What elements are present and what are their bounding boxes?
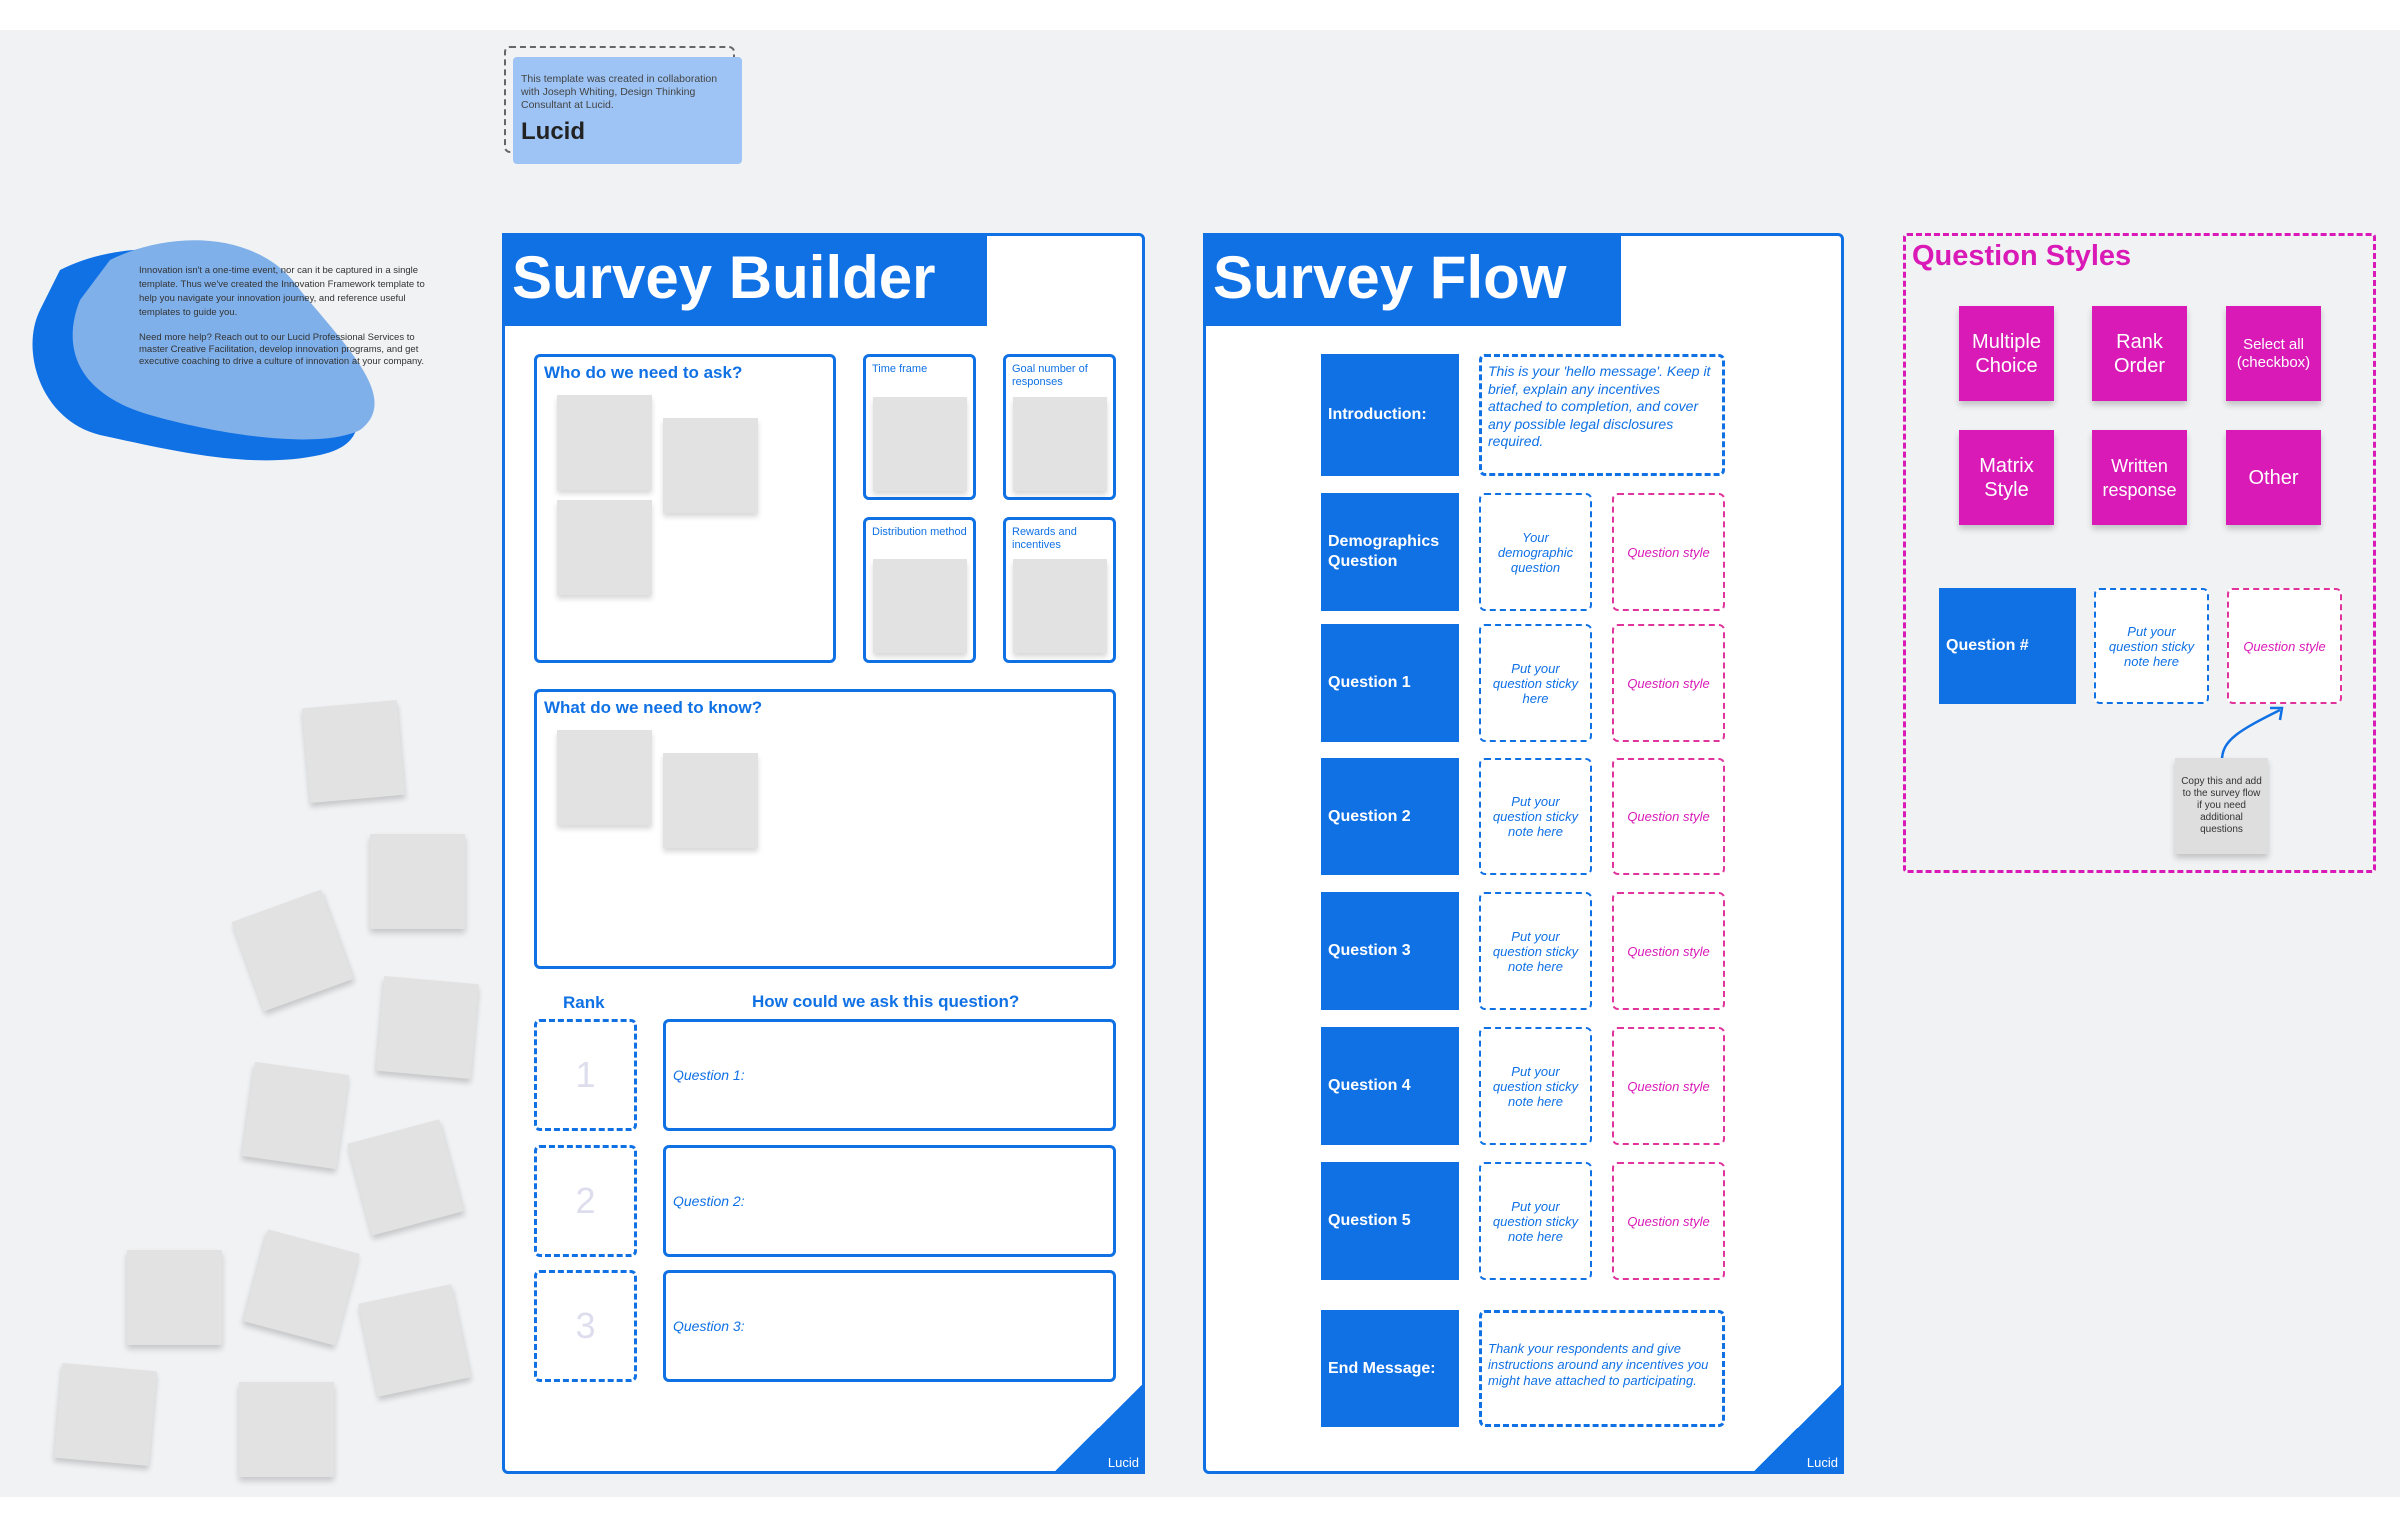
question-style-slot[interactable]: Question style	[1612, 892, 1725, 1010]
blank-sticky-note[interactable]	[557, 730, 652, 825]
arrow-icon	[2220, 706, 2284, 761]
survey-flow-title: Survey Flow	[1203, 233, 1621, 326]
blank-sticky-note[interactable]	[873, 559, 967, 653]
style-sticky-written[interactable]: Written response	[2092, 430, 2187, 525]
question-sticky-slot[interactable]: Your demographic question	[1479, 493, 1592, 611]
flow-row-label: Introduction:	[1321, 354, 1459, 476]
blank-sticky-note[interactable]	[302, 700, 405, 803]
blank-sticky-note[interactable]	[557, 395, 652, 490]
blank-sticky-note[interactable]	[241, 1061, 350, 1170]
question-box-1[interactable]: Question 1:	[663, 1019, 1116, 1131]
blank-sticky-note[interactable]	[663, 753, 758, 848]
blank-sticky-note[interactable]	[376, 976, 479, 1079]
question-sticky-slot[interactable]: Put your question sticky here	[1479, 624, 1592, 742]
how-header: How could we ask this question?	[752, 992, 1020, 1011]
rank-header: Rank	[563, 993, 605, 1012]
intro-text: Innovation isn't a one-time event, nor c…	[139, 264, 439, 368]
lucid-logo: Lucid	[1107, 1455, 1139, 1470]
blank-sticky-note[interactable]	[239, 1382, 334, 1477]
question-styles-frame	[1903, 233, 2376, 873]
attribution-card[interactable]: This template was created in collaborati…	[513, 57, 742, 164]
blank-sticky-note[interactable]	[358, 1284, 471, 1397]
question-style-slot[interactable]: Question style	[2227, 588, 2342, 704]
intro-paragraph: Need more help? Reach out to our Lucid P…	[139, 332, 424, 367]
question-sticky-slot[interactable]: Put your question sticky note here	[1479, 1027, 1592, 1145]
flow-row-label: Question 3	[1321, 892, 1459, 1010]
rank-box-1[interactable]: 1	[534, 1019, 637, 1131]
question-sticky-slot[interactable]: Put your question sticky note here	[1479, 1162, 1592, 1280]
style-sticky-rank-order[interactable]: Rank Order	[2092, 306, 2187, 401]
time-frame-label: Time frame	[872, 363, 928, 375]
goal-label: Goal number of responses	[1012, 363, 1088, 388]
style-sticky-other[interactable]: Other	[2226, 430, 2321, 525]
end-message-box[interactable]: Thank your respondents and give instruct…	[1479, 1310, 1725, 1427]
question-sticky-slot[interactable]: Put your question sticky note here	[1479, 892, 1592, 1010]
blank-sticky-note[interactable]	[127, 1250, 222, 1345]
blank-sticky-note[interactable]	[663, 418, 758, 513]
lucid-logo: Lucid	[521, 118, 585, 145]
rewards-label: Rewards and incentives	[1012, 526, 1077, 551]
blank-sticky-note[interactable]	[370, 834, 465, 929]
survey-builder-title: Survey Builder	[502, 233, 987, 326]
flow-row-label: End Message:	[1321, 1310, 1459, 1427]
style-sticky-multiple-choice[interactable]: Multiple Choice	[1959, 306, 2054, 401]
what-label: What do we need to know?	[544, 698, 763, 717]
question-style-slot[interactable]: Question style	[1612, 1162, 1725, 1280]
style-sticky-matrix[interactable]: Matrix Style	[1959, 430, 2054, 525]
question-style-slot[interactable]: Question style	[1612, 1027, 1725, 1145]
lucid-corner-badge: Lucid	[1751, 1382, 1844, 1474]
question-style-slot[interactable]: Question style	[1612, 758, 1725, 875]
who-label: Who do we need to ask?	[544, 363, 743, 382]
rank-box-3[interactable]: 3	[534, 1270, 637, 1382]
question-box-3[interactable]: Question 3:	[663, 1270, 1116, 1382]
blob-shape	[32, 240, 375, 461]
flow-row-label: Question 2	[1321, 758, 1459, 875]
lucid-corner-badge: Lucid	[1052, 1382, 1145, 1474]
blank-sticky-note[interactable]	[1013, 397, 1107, 491]
question-styles-title: Question Styles	[1912, 240, 2132, 272]
flow-row-label: Question 5	[1321, 1162, 1459, 1280]
flow-row-label: Question 1	[1321, 624, 1459, 742]
blank-sticky-note[interactable]	[557, 500, 652, 595]
blank-sticky-note[interactable]	[873, 397, 967, 491]
style-sticky-select-all[interactable]: Select all (checkbox)	[2226, 306, 2321, 401]
intro-message-box[interactable]: This is your 'hello message'. Keep it br…	[1479, 354, 1725, 476]
instruction-sticky-note[interactable]: Copy this and add to the survey flow if …	[2175, 758, 2268, 854]
rank-box-2[interactable]: 2	[534, 1145, 637, 1257]
question-style-slot[interactable]: Question style	[1612, 624, 1725, 742]
distribution-label: Distribution method	[872, 526, 967, 538]
question-box-2[interactable]: Question 2:	[663, 1145, 1116, 1257]
question-number-label: Question #	[1939, 588, 2076, 704]
intro-paragraph: Innovation isn't a one-time event, nor c…	[139, 265, 425, 318]
attribution-text: This template was created in collaborati…	[521, 73, 718, 111]
question-style-slot[interactable]: Question style	[1612, 493, 1725, 611]
blank-sticky-note[interactable]	[1013, 559, 1107, 653]
flow-row-label: Demographics Question	[1321, 493, 1459, 611]
lucid-logo: Lucid	[1806, 1455, 1838, 1470]
blank-sticky-note[interactable]	[54, 1363, 157, 1466]
question-sticky-slot[interactable]: Put your question sticky note here	[2094, 588, 2209, 704]
question-sticky-slot[interactable]: Put your question sticky note here	[1479, 758, 1592, 875]
flow-row-label: Question 4	[1321, 1027, 1459, 1145]
